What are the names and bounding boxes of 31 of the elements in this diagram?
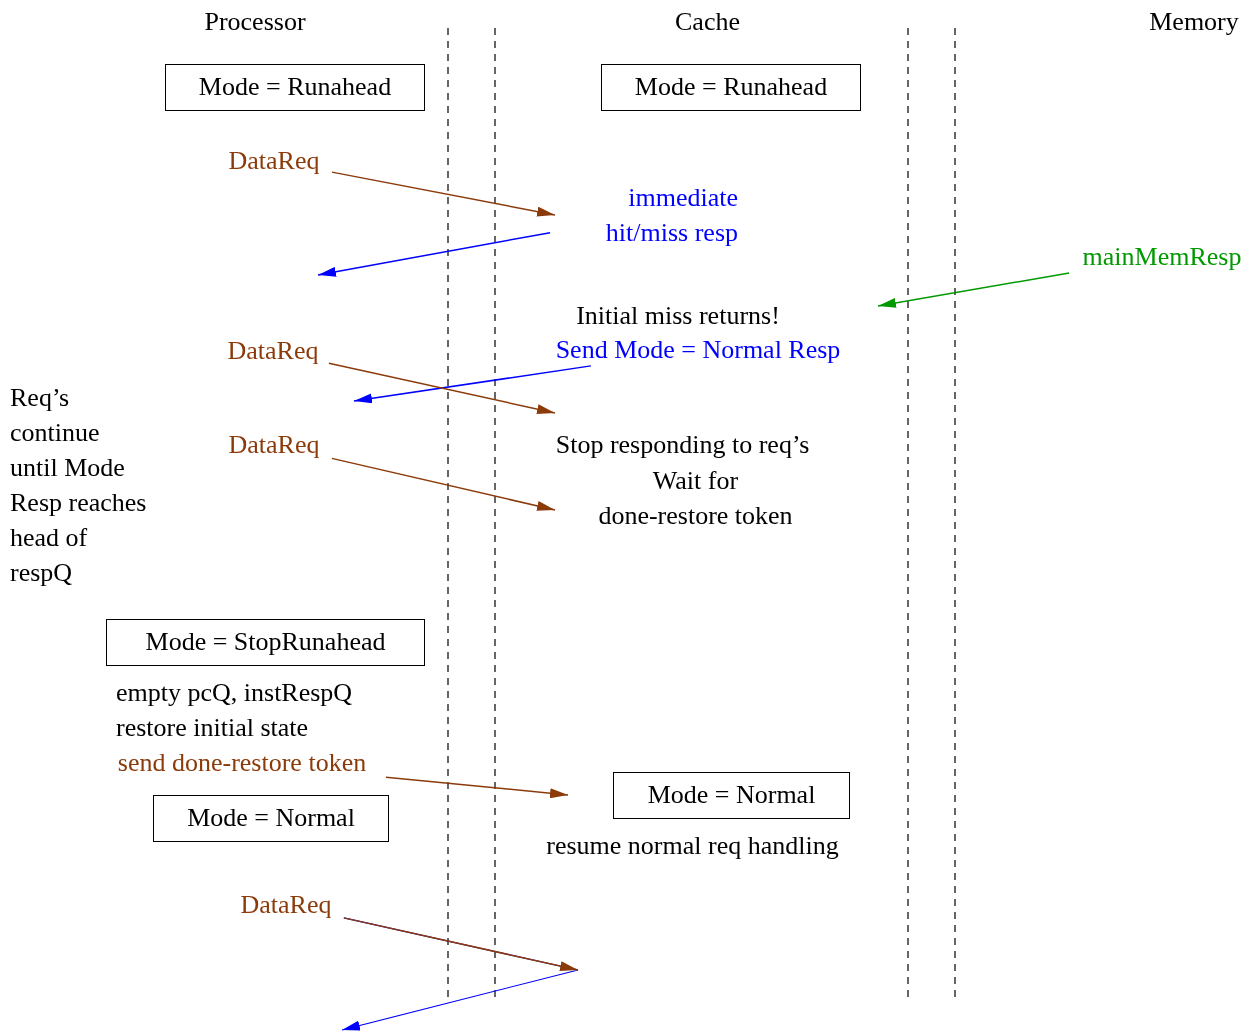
message-label: Send Mode = Normal Resp: [540, 335, 856, 365]
mode-box: Mode = Normal: [153, 795, 389, 842]
lane-heading: Memory: [1148, 6, 1240, 38]
note-text: Initial miss returns!: [575, 300, 781, 332]
arrow: [317, 231, 551, 277]
note-text: Stop responding to req’s: [554, 429, 811, 461]
note-text: Req’s continue until Mode Resp reaches head of respQ: [10, 382, 148, 589]
message-label: DataReq: [222, 145, 326, 177]
mode-box: Mode = StopRunahead: [106, 619, 425, 666]
message-label: mainMemResp: [1072, 242, 1252, 272]
arrow: [331, 171, 556, 217]
mode-box: Mode = Runahead: [601, 64, 861, 111]
note-text: restore initial state: [116, 712, 310, 744]
note-text: empty pcQ, instRespQ: [116, 677, 354, 709]
arrow: [877, 272, 1070, 308]
arrow: [331, 457, 556, 511]
note-text: Wait for done-restore token: [597, 465, 794, 532]
arrow: [343, 917, 579, 971]
mode-box: Mode = Runahead: [165, 64, 425, 111]
arrow: [385, 776, 569, 799]
arrow: [353, 365, 592, 404]
note-text: resume normal req handling: [545, 830, 840, 862]
lane-heading: Processor: [203, 6, 307, 38]
message-label: DataReq: [234, 889, 338, 921]
arrow: [328, 362, 556, 414]
mode-box: Mode = Normal: [613, 772, 850, 819]
message-label: send done-restore token: [104, 748, 380, 778]
message-label: immediate hit/miss resp: [556, 180, 738, 250]
message-label: DataReq: [223, 337, 323, 365]
lane-heading: Cache: [674, 6, 741, 38]
message-label: DataReq: [222, 429, 326, 461]
